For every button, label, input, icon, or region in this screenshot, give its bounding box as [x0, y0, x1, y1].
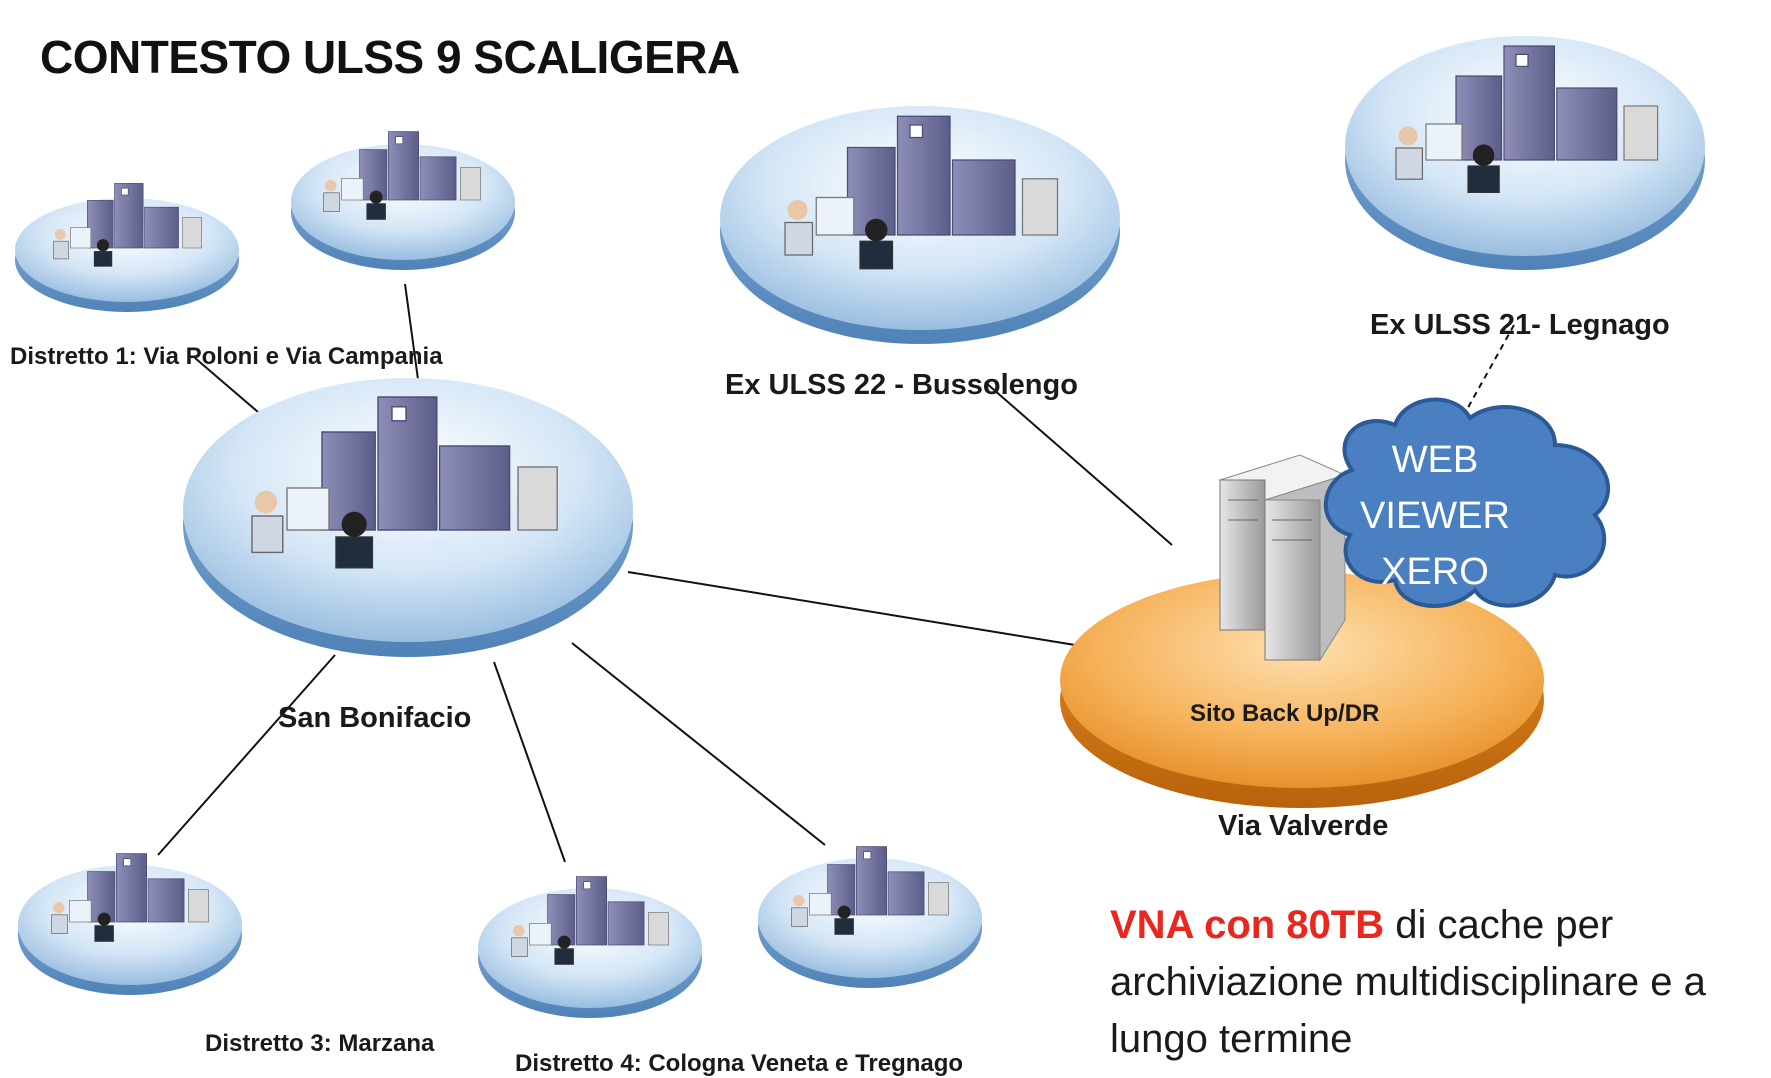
- cloud-label: WEB VIEWER XERO: [1300, 432, 1570, 600]
- label-backup-site: Sito Back Up/DR: [1190, 700, 1380, 727]
- page-title: CONTESTO ULSS 9 SCALIGERA: [40, 31, 740, 83]
- cloud-label-line1: WEB: [1391, 439, 1479, 481]
- label-valverde: Via Valverde: [1218, 810, 1389, 842]
- link-sanbonifacio-distretto3: [157, 654, 336, 856]
- label-distretto3: Distretto 3: Marzana: [205, 1030, 435, 1057]
- label-legnago: Ex ULSS 21- Legnago: [1370, 309, 1670, 341]
- site-distretto4-b: [758, 846, 982, 988]
- vna-note-text: di cache per archiviazione multidiscipli…: [1110, 903, 1706, 1061]
- label-san-bonifacio: San Bonifacio: [278, 702, 472, 734]
- site-distretto1-a: [15, 183, 239, 312]
- link-distretto1b-sanbonifacio: [404, 283, 421, 395]
- site-backup-dr: [1060, 454, 1544, 808]
- cloud-icon: [1323, 397, 1610, 608]
- link-sanbonifacio-distretto4a: [493, 661, 566, 863]
- vna-note: VNA con 80TB di cache per archiviazione …: [1110, 897, 1770, 1068]
- site-distretto3: [18, 853, 242, 995]
- cloud-label-line3: XERO: [1381, 551, 1489, 593]
- label-distretto4: Distretto 4: Cologna Veneta e Tregnago: [515, 1050, 964, 1077]
- server-rack-icon: [1218, 454, 1347, 662]
- link-sanbonifacio-distretto4b: [571, 642, 826, 846]
- cloud-label-line2: VIEWER: [1360, 495, 1510, 537]
- link-bussolengo-backup: [984, 381, 1173, 546]
- site-san-bonifacio: [183, 378, 633, 657]
- site-legnago: [1345, 36, 1705, 270]
- connection-lines: [157, 283, 1515, 863]
- link-sanbonifacio-backup: [627, 571, 1076, 646]
- site-distretto4-a: [478, 876, 702, 1018]
- label-distretto1: Distretto 1: Via Poloni e Via Campania: [10, 343, 443, 370]
- site-bussolengo: [720, 106, 1120, 344]
- label-bussolengo: Ex ULSS 22 - Bussolengo: [725, 369, 1078, 401]
- link-distretto1-sanbonifacio: [194, 357, 266, 419]
- vna-note-highlight: VNA con 80TB: [1110, 903, 1385, 947]
- site-distretto1-b: [291, 131, 515, 270]
